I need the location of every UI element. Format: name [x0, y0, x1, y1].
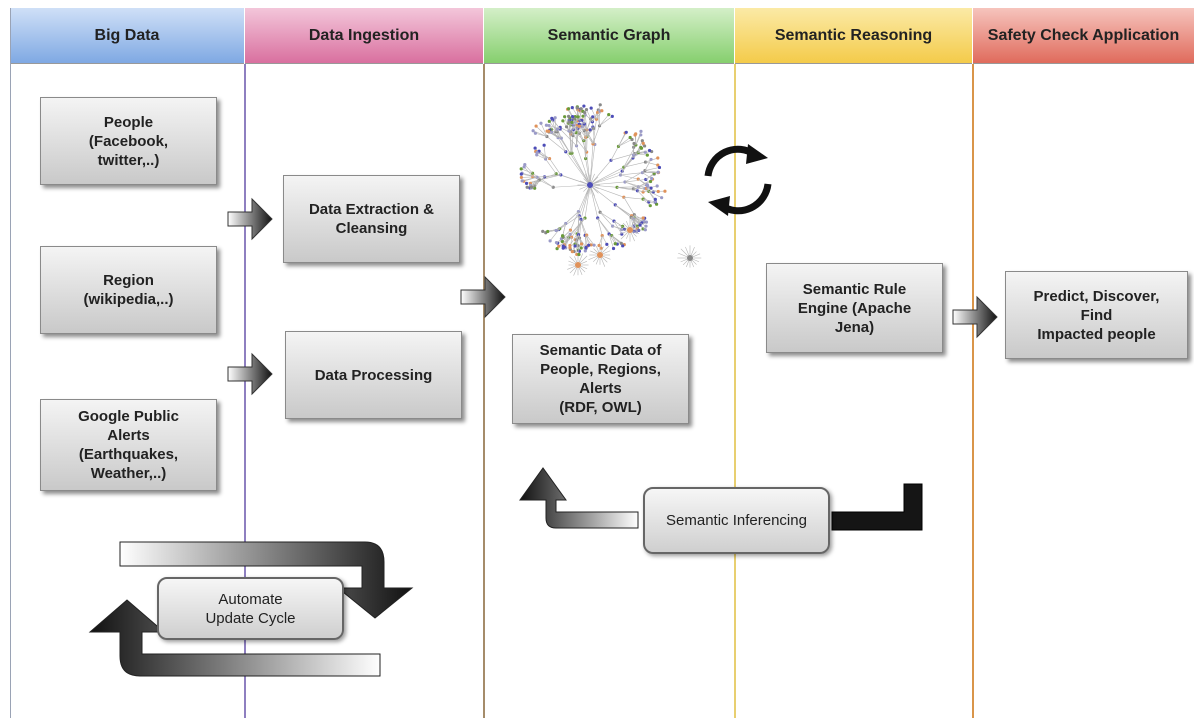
predict-box: Predict, Discover, Find Impacted people: [1005, 271, 1188, 359]
semantic-data-box: Semantic Data of People, Regions, Alerts…: [512, 334, 689, 424]
cycle-arrow-top-icon: [119, 541, 414, 619]
data-processing-box: Data Processing: [285, 331, 462, 419]
arrow-right-icon: [227, 352, 273, 396]
lane-divider: [734, 64, 736, 718]
arrow-right-icon: [460, 275, 506, 319]
inferencing-return-arrow-icon: [519, 467, 639, 529]
lane-header-semantic-reasoning: Semantic Reasoning: [735, 8, 972, 64]
lane-title: Data Ingestion: [308, 26, 420, 44]
lane-title: Safety Check Application: [987, 26, 1180, 44]
lane-title: Big Data: [94, 26, 160, 44]
rule-engine-box: Semantic Rule Engine (Apache Jena): [766, 263, 943, 353]
refresh-cycle-icon: [704, 144, 772, 216]
lane-divider: [972, 64, 974, 718]
network-graph-icon: [519, 103, 702, 276]
semantic-inferencing-box: Semantic Inferencing: [643, 487, 830, 554]
lane-header-semantic-graph: Semantic Graph: [484, 8, 734, 64]
inferencing-source-arrow-icon: [831, 483, 923, 531]
people-box: People (Facebook, twitter,..): [40, 97, 217, 185]
lane-divider: [483, 64, 485, 718]
arrow-right-icon: [952, 295, 998, 339]
lane-header-data-ingestion: Data Ingestion: [245, 8, 483, 64]
lane-divider: [244, 64, 246, 718]
lane-title: Semantic Graph: [547, 26, 671, 44]
region-box: Region (wikipedia,..): [40, 246, 217, 334]
arrow-right-icon: [227, 197, 273, 241]
lane-border-left: [10, 8, 11, 718]
automate-update-cycle-box: Automate Update Cycle: [157, 577, 344, 640]
lane-header-safety-check: Safety Check Application: [973, 8, 1194, 64]
data-extraction-box: Data Extraction & Cleansing: [283, 175, 460, 263]
lane-header-big-data: Big Data: [10, 8, 244, 64]
lane-title: Semantic Reasoning: [774, 26, 933, 44]
alerts-box: Google Public Alerts (Earthquakes, Weath…: [40, 399, 217, 491]
